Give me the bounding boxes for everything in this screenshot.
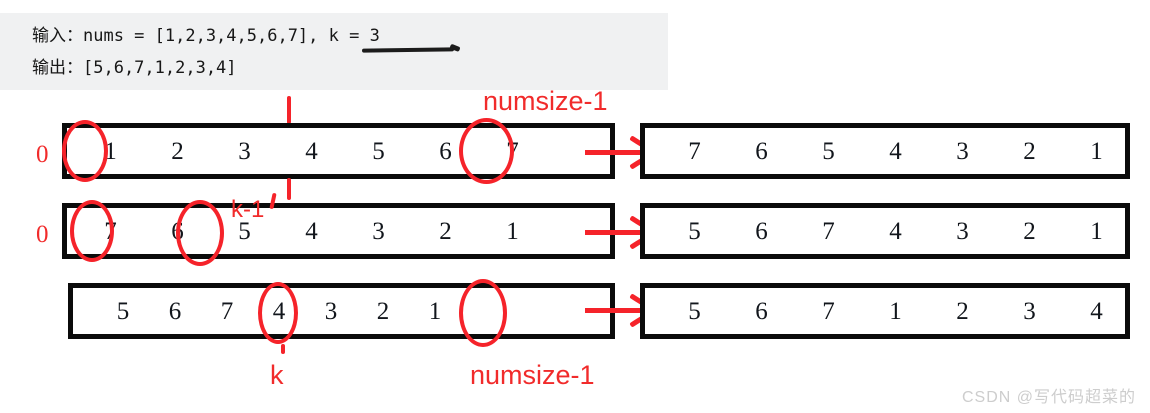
- array-cell: 1: [428, 297, 442, 325]
- row3-circle-last-element: [459, 279, 507, 347]
- row3-circle-k-element: [258, 282, 298, 344]
- array-cell: 5: [688, 297, 701, 325]
- array-cell: 6: [755, 217, 768, 245]
- csdn-watermark: CSDN @写代码超菜的: [961, 389, 1136, 406]
- array-cell: 4: [889, 137, 902, 165]
- row3-transform-arrow: [585, 308, 643, 313]
- array-cell: 4: [305, 217, 318, 245]
- array-cell: 2: [956, 297, 969, 325]
- bottom-numsize-label: numsize-1: [470, 360, 595, 390]
- row1-top-tick-mark: [287, 96, 291, 124]
- array-cell: 7: [688, 137, 701, 165]
- array-cell: 3: [1023, 297, 1036, 325]
- array-cell: 6: [755, 137, 768, 165]
- array-cell: 7: [822, 297, 835, 325]
- array-cell: 6: [755, 297, 768, 325]
- top-numsize-label: numsize-1: [483, 86, 608, 116]
- array-cell: 1: [1090, 217, 1103, 245]
- bottom-k-label: k: [270, 360, 284, 390]
- row1-bottom-tick-mark: [287, 178, 291, 200]
- row2-circle-first-element: [70, 200, 114, 262]
- array-cell: 2: [376, 297, 390, 325]
- array-cell: 3: [956, 217, 969, 245]
- row3-k-tick-mark: [281, 344, 285, 354]
- row-3-right-array: 5 6 7 1 2 3 4: [640, 283, 1130, 339]
- array-cell: 6: [439, 137, 452, 165]
- array-cell: 5: [238, 217, 251, 245]
- array-cell: 5: [372, 137, 385, 165]
- array-cell: 2: [1023, 217, 1036, 245]
- problem-statement-panel: 输入：nums = [1,2,3,4,5,6,7], k = 3 输出：[5,6…: [0, 13, 668, 90]
- array-cell: 4: [1090, 297, 1103, 325]
- array-cell: 3: [372, 217, 385, 245]
- array-cell: 1: [889, 297, 902, 325]
- array-cell: 5: [116, 297, 130, 325]
- row-2-right-array: 5 6 7 4 3 2 1: [640, 203, 1130, 259]
- row2-transform-arrow: [585, 230, 643, 235]
- row1-transform-arrow: [585, 150, 643, 155]
- row2-index-zero-label: 0: [36, 221, 49, 248]
- array-cell: 2: [171, 137, 184, 165]
- array-cell: 3: [324, 297, 338, 325]
- row1-circle-last-element: [459, 118, 514, 184]
- array-cell: 5: [688, 217, 701, 245]
- problem-output-line: 输出：[5,6,7,1,2,3,4]: [32, 58, 237, 78]
- problem-input-line: 输入：nums = [1,2,3,4,5,6,7], k = 3: [32, 26, 380, 46]
- array-cell: 1: [506, 217, 519, 245]
- array-cell: 4: [305, 137, 318, 165]
- array-cell: 2: [439, 217, 452, 245]
- array-cell: 1: [1090, 137, 1103, 165]
- row2-circle-k-minus-1-element: [176, 200, 224, 266]
- array-cell: 3: [956, 137, 969, 165]
- array-cell: 7: [220, 297, 234, 325]
- array-cell: 4: [889, 217, 902, 245]
- row-1-right-array: 7 6 5 4 3 2 1: [640, 123, 1130, 179]
- array-cell: 5: [822, 137, 835, 165]
- array-cell: 2: [1023, 137, 1036, 165]
- array-cell: 7: [822, 217, 835, 245]
- array-cell: 6: [168, 297, 182, 325]
- row1-circle-first-element: [62, 120, 108, 182]
- k-minus-1-label: k-1: [231, 196, 265, 223]
- array-cell: 3: [238, 137, 251, 165]
- row1-index-zero-label: 0: [36, 141, 49, 168]
